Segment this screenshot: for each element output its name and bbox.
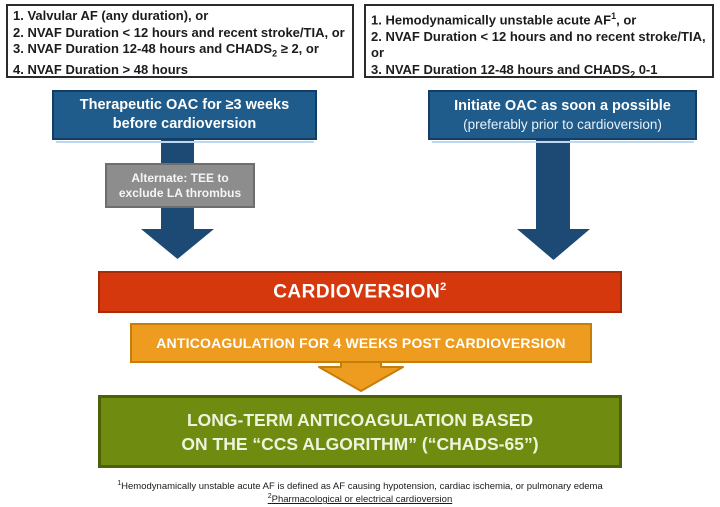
alternate-tee-note: Alternate: TEE to exclude LA thrombus (105, 163, 255, 208)
alternate-note-line1: Alternate: TEE to (131, 170, 229, 185)
criteria-left-item-3: 3. NVAF Duration 12-48 hours and CHADS2 … (13, 41, 347, 62)
footnote1-superscript: 1 (611, 11, 617, 21)
footnote2-text: Pharmacological or electrical cardiovers… (271, 494, 453, 506)
post-anticoagulation-label: ANTICOAGULATION FOR 4 WEEKS POST CARDIOV… (156, 335, 566, 351)
criteria-left-item-1: 1. Valvular AF (any duration), or (13, 8, 347, 25)
criteria-text: , or (616, 12, 637, 28)
long-term-line2: ON THE “CCS ALGORITHM” (“CHADS-65”) (181, 433, 539, 454)
footnote1-marker: 1 (117, 480, 122, 487)
blue-box-shadow-right (432, 141, 694, 143)
long-term-line1: LONG-TERM ANTICOAGULATION BASED (186, 409, 534, 430)
criteria-right-item-3: 3. NVAF Duration 12-48 hours and CHADS2 … (371, 62, 707, 83)
footnote1-text: Hemodynamically unstable acute AF is def… (121, 481, 603, 493)
footnote2-marker: 2 (267, 493, 272, 500)
criteria-box-left: 1. Valvular AF (any duration), or 2. NVA… (6, 4, 354, 78)
footnote2-wrap: 2Pharmacological or electrical cardiover… (267, 493, 453, 506)
down-arrow-right (517, 136, 590, 260)
criteria-text: 1. Valvular AF (any duration), or (13, 8, 209, 23)
post-cardioversion-anticoagulation-box: ANTICOAGULATION FOR 4 WEEKS POST CARDIOV… (130, 323, 592, 363)
cardioversion-text: CARDIOVERSION (273, 281, 441, 303)
criteria-box-right: 1. Hemodynamically unstable acute AF1, o… (364, 4, 714, 79)
criteria-text: 4. NVAF Duration > 48 hours (13, 62, 188, 78)
footnote-1: 1Hemodynamically unstable acute AF is de… (0, 478, 720, 493)
oac-right-line2: (preferably prior to cardioversion) (463, 116, 662, 132)
criteria-right-item-2: 2. NVAF Duration < 12 hours and no recen… (371, 29, 707, 62)
oac-initiate-box: Initiate OAC as soon a possible (prefera… (428, 90, 697, 140)
criteria-text: 0-1 (635, 61, 658, 77)
criteria-text: ≥ 2, or (277, 41, 319, 56)
down-arrow-orange (318, 358, 404, 392)
cardioversion-label: CARDIOVERSION2 (273, 281, 447, 303)
criteria-text: 3. NVAF Duration 12-48 hours and CHADS (13, 41, 273, 56)
chads2-subscript: 2 (272, 48, 278, 59)
cardioversion-box: CARDIOVERSION2 (98, 271, 622, 313)
criteria-text: 3. NVAF Duration 12-48 hours and CHADS (371, 61, 631, 77)
footnote-2: 2Pharmacological or electrical cardiover… (0, 491, 720, 506)
criteria-left-item-4: 4. NVAF Duration > 48 hours (13, 62, 347, 79)
criteria-right-item-1: 1. Hemodynamically unstable acute AF1, o… (371, 8, 707, 29)
blue-box-shadow-left (56, 141, 314, 143)
criteria-text: 1. Hemodynamically unstable acute AF (371, 12, 612, 28)
long-term-anticoagulation-box: LONG-TERM ANTICOAGULATION BASED ON THE “… (98, 395, 622, 468)
footnote2-superscript: 2 (440, 280, 447, 293)
oac-left-line2: before cardioversion (112, 116, 257, 132)
oac-right-line1: Initiate OAC as soon a possible (454, 97, 671, 114)
criteria-text: 2. NVAF Duration < 12 hours and no recen… (371, 28, 706, 61)
oac-left-line1: Therapeutic OAC for ≥3 weeks (79, 97, 290, 113)
chads2-subscript: 2 (630, 69, 636, 80)
alternate-note-line2: exclude LA thrombus (118, 185, 242, 200)
oac-before-cardioversion-box: Therapeutic OAC for ≥3 weeks before card… (52, 90, 317, 140)
criteria-left-item-2: 2. NVAF Duration < 12 hours and recent s… (13, 25, 347, 42)
criteria-text: 2. NVAF Duration < 12 hours and recent s… (13, 24, 345, 40)
